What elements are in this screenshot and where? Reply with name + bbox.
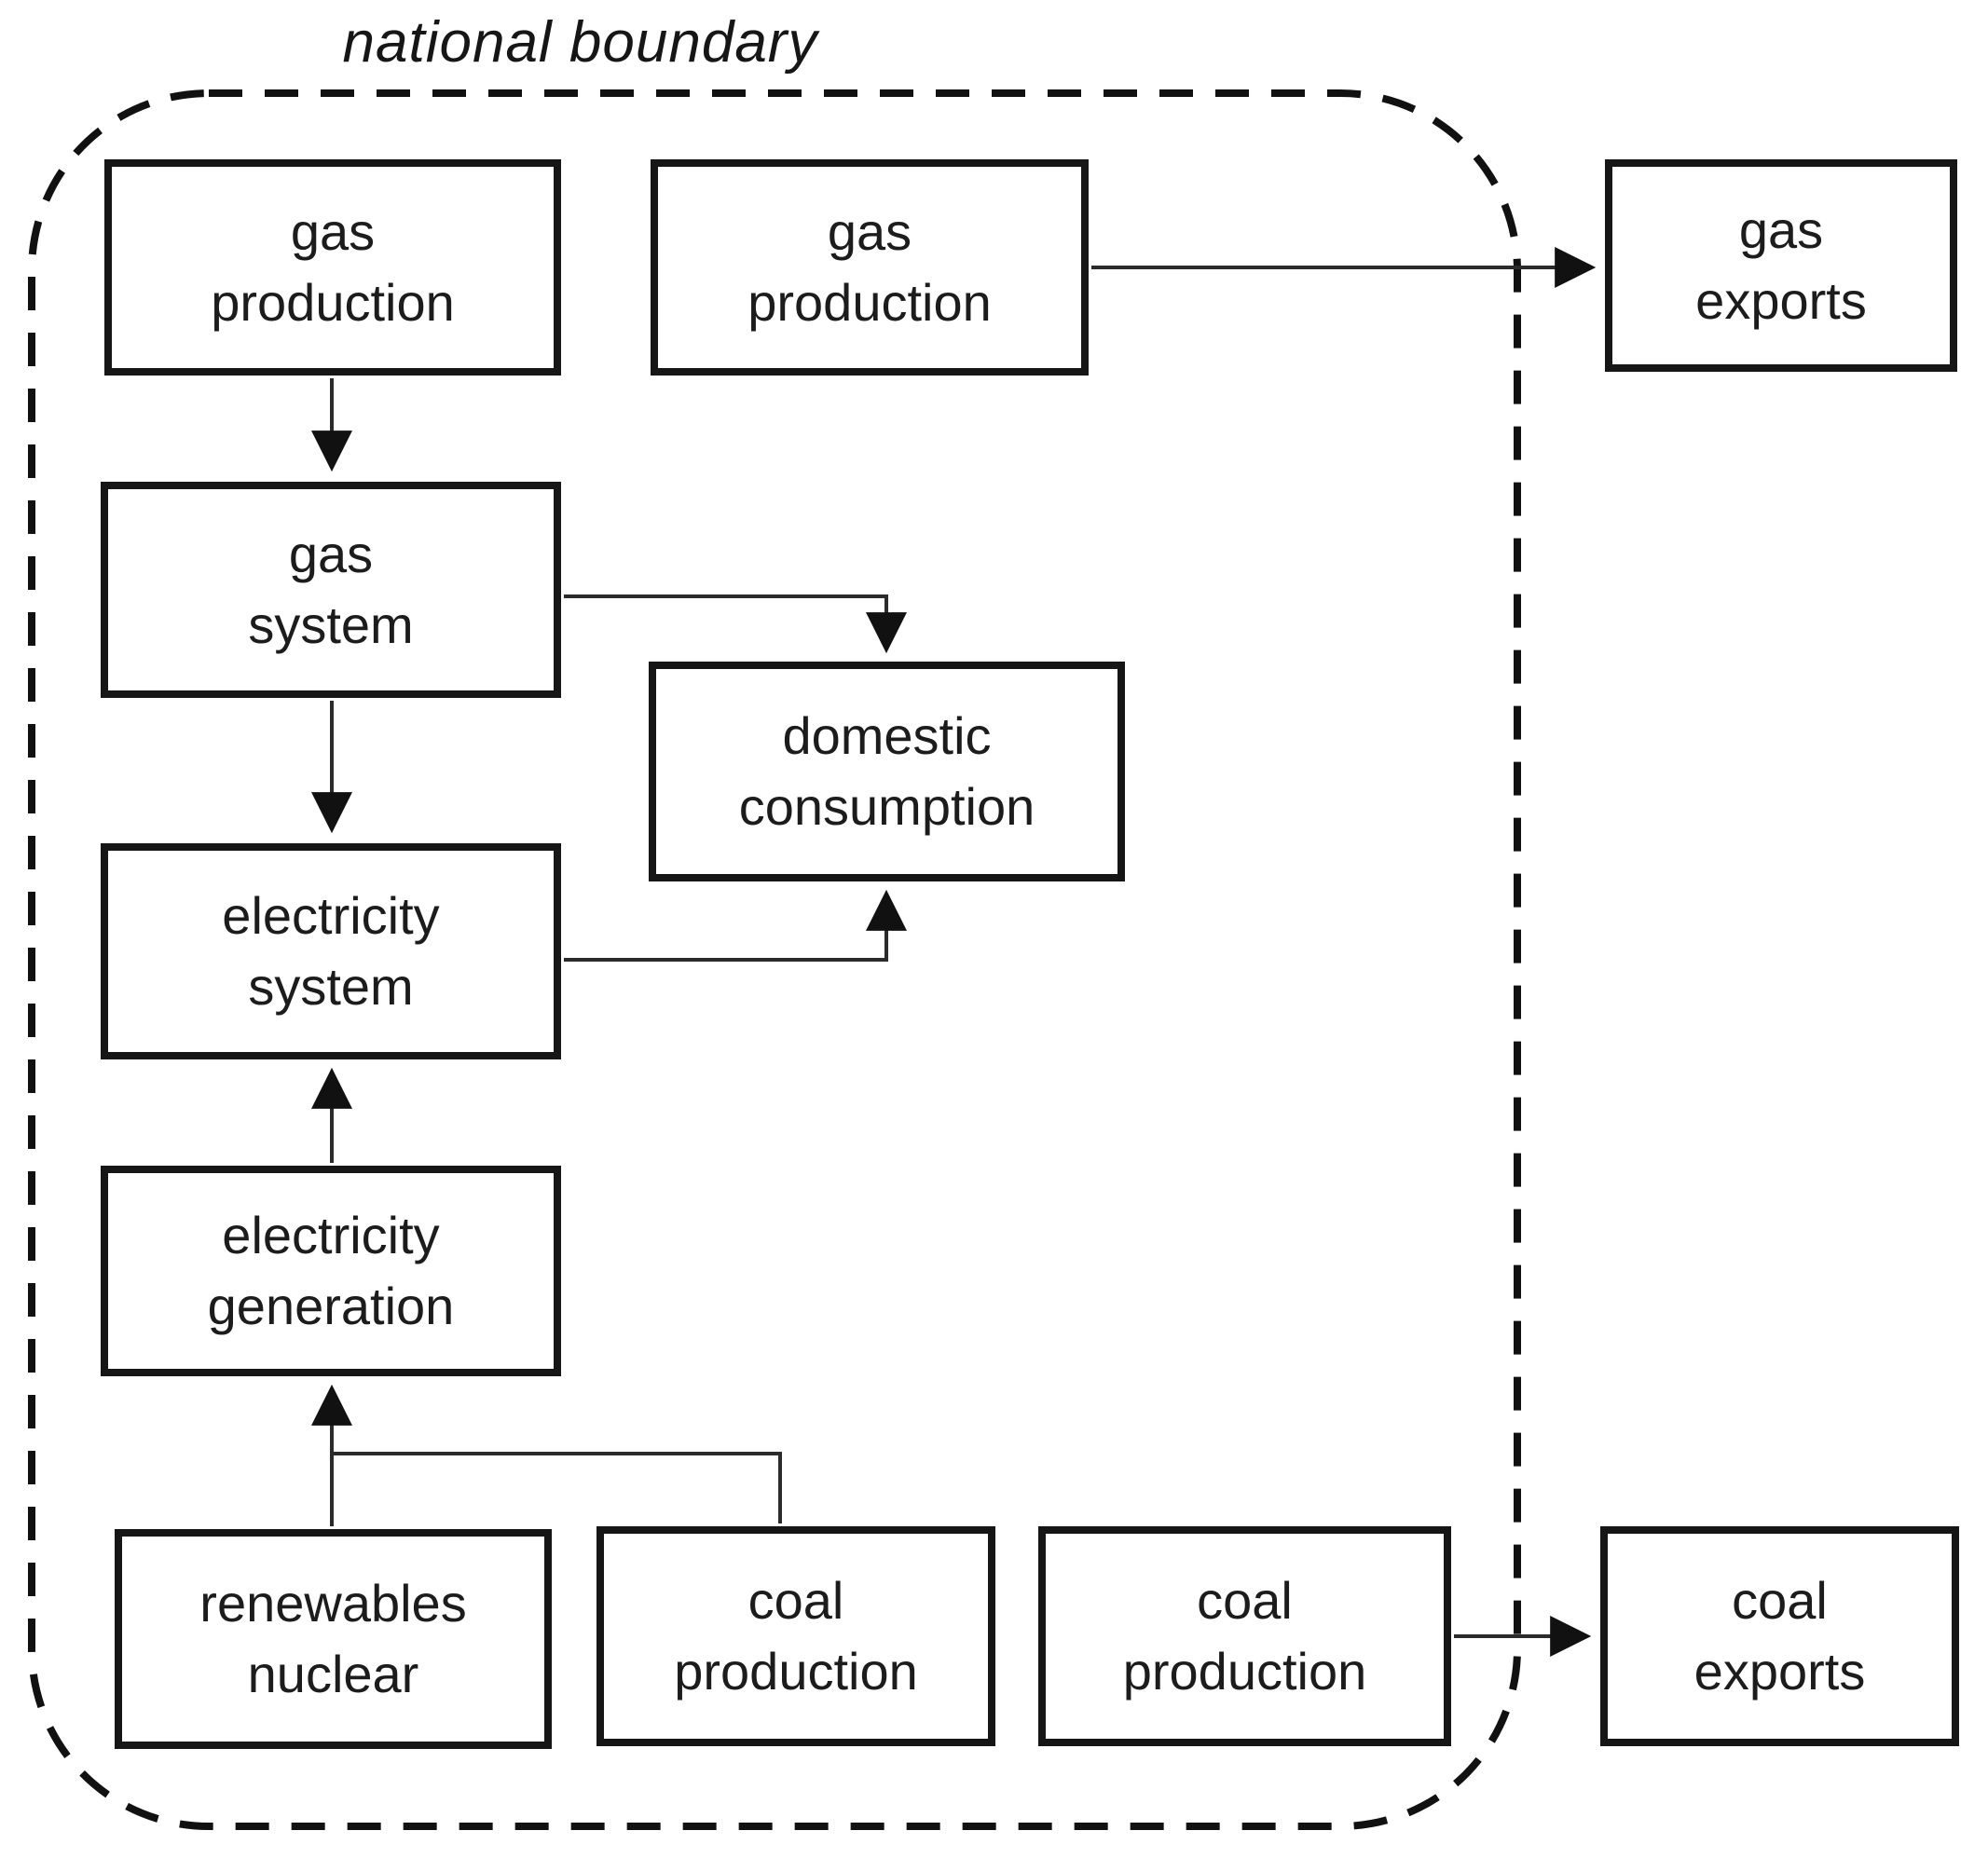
national-boundary-label: national boundary: [342, 10, 818, 75]
node-gas-production-export: gas production: [651, 159, 1089, 376]
node-electricity-system: electricity system: [101, 843, 561, 1059]
node-coal-production-export: coal production: [1038, 1526, 1451, 1746]
node-gas-system: gas system: [101, 482, 561, 698]
node-renewables-nuclear: renewables nuclear: [115, 1529, 552, 1749]
national-boundary-outline: [28, 89, 1521, 1830]
node-gas-production-domestic: gas production: [104, 159, 561, 376]
node-gas-exports: gas exports: [1605, 159, 1957, 372]
node-coal-exports: coal exports: [1600, 1526, 1959, 1746]
node-electricity-generation: electricity generation: [101, 1166, 561, 1376]
arrow-gas-system-to-domestic-consumption: [564, 594, 907, 654]
arrow-electricity-system-to-domestic-consumption: [564, 889, 907, 962]
node-domestic-consumption: domestic consumption: [649, 662, 1125, 881]
node-coal-production-domestic: coal production: [596, 1526, 995, 1746]
connector-coal-production-branch: [332, 1452, 782, 1523]
